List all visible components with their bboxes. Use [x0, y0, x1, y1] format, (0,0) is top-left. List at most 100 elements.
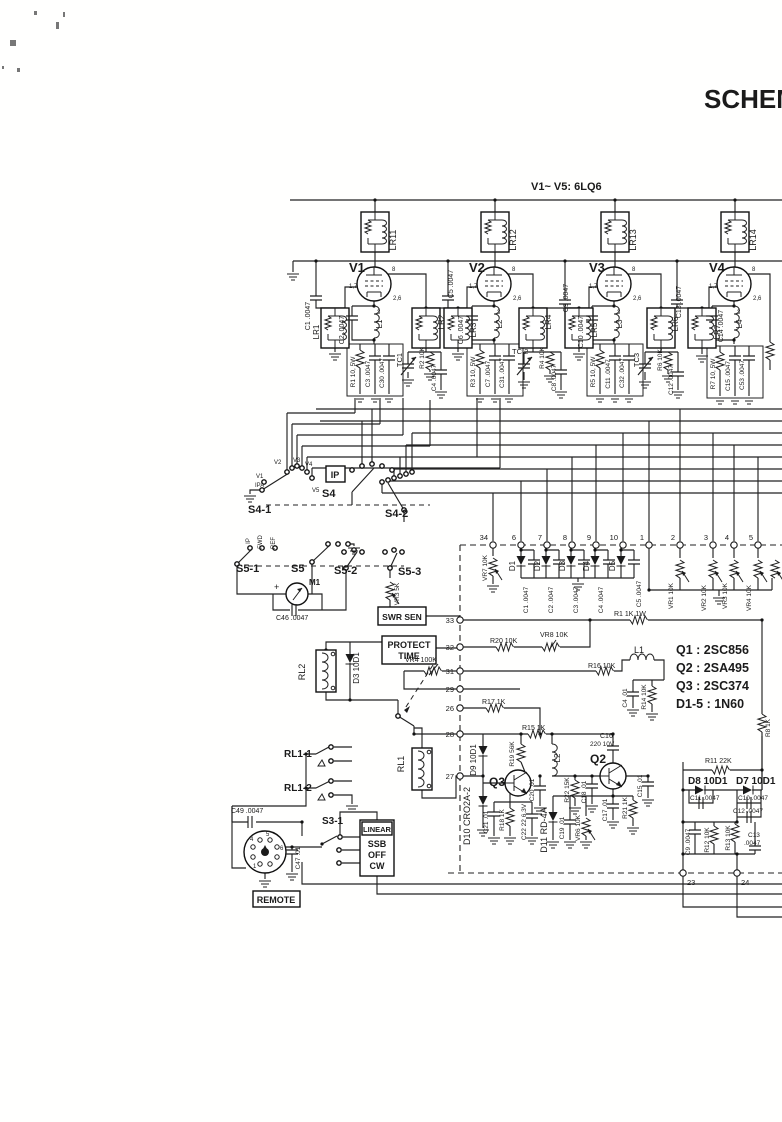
component-label: C32 .0047 [619, 358, 626, 388]
component-label: 1,7 [349, 284, 358, 290]
component-label: R2 10K [419, 346, 426, 368]
component-label: R16 10K [588, 663, 616, 670]
component-label: 1,7 [589, 284, 598, 290]
page-title: SCHEMA [704, 84, 782, 114]
component-label: D11 RD-4A [539, 807, 549, 852]
symbols-layer [234, 211, 782, 888]
component-label: R14 10K [641, 684, 648, 710]
switch-contacts [234, 461, 415, 866]
relay-rl1 [411, 747, 433, 791]
component-label: VR3 5K [394, 582, 401, 605]
component-label: C53 .0047 [739, 360, 746, 390]
component-label: VR7 10K [482, 554, 489, 581]
component-label: C47 .01 [295, 846, 302, 869]
component-label: L1 [375, 319, 384, 328]
component-label: TC 2 [512, 347, 528, 356]
terminal-number: 24 [741, 878, 749, 887]
component-label: TC1 [395, 353, 404, 367]
component-label: S4 [322, 488, 336, 500]
component-label: Q3 [489, 775, 505, 789]
terminal [456, 643, 464, 651]
terminal-number: 26 [446, 704, 454, 713]
component-label: C6 .0047 [458, 316, 465, 345]
terminal-number: 31 [446, 667, 454, 676]
swr-sen-box-label: SWR SEN [382, 612, 422, 622]
component-label: C8 .0047 [551, 364, 558, 391]
terminal [543, 541, 551, 549]
component-label: R1 10, 5W [350, 356, 357, 388]
component-label: VR3 10K [722, 582, 729, 609]
terminal [619, 541, 627, 549]
terminal-number: 29 [446, 685, 454, 694]
component-label: C4 .0047 [431, 364, 438, 391]
component-label: D1 [508, 560, 517, 571]
component-label: D10 CRO2A-2 [462, 787, 472, 845]
component-label: C9 .0047 [685, 828, 692, 855]
component-label: D3 10D1 [352, 652, 361, 684]
component-label: S5-1 [236, 563, 259, 575]
component-label: 2,6 [513, 296, 522, 302]
terminal [489, 541, 497, 549]
mode-ssb-label: SSB [368, 839, 387, 849]
terminal-number: 1 [640, 533, 644, 542]
component-label: RL2 [297, 664, 307, 681]
component-label: FWD [258, 535, 264, 549]
component-label: R11 22K [705, 758, 732, 765]
component-label: LR6 [671, 316, 680, 331]
terminal [517, 541, 525, 549]
terminal [676, 541, 684, 549]
terminal-number: 10 [610, 533, 618, 542]
component-label: R15 1K [522, 725, 546, 732]
component-label: C10 .0047 [738, 795, 768, 802]
component-label: LR3 [469, 322, 478, 337]
component-label: D4 [582, 560, 591, 571]
component-label: 2,6 [393, 296, 402, 302]
component-label: D7 10D1 [736, 776, 776, 787]
component-label: LR5 [590, 322, 599, 337]
terminal [709, 541, 717, 549]
component-label: C5 .0047 [636, 580, 643, 607]
protect-time-box-line2: TIME [398, 651, 420, 661]
component-label: S5-3 [398, 566, 421, 578]
terminal [568, 541, 576, 549]
component-label: + [274, 582, 279, 592]
component-label: 8 [512, 267, 516, 273]
terminal-number: 23 [687, 878, 695, 887]
component-label: R22 15K [564, 777, 571, 803]
component-label: C30 .0047 [379, 358, 386, 388]
component-label: R5 10, 5W [590, 356, 597, 388]
terminal-number: 28 [446, 730, 454, 739]
terminal [754, 541, 762, 549]
component-label: R4 10K [539, 346, 546, 368]
component-label: C13 .0047 [676, 286, 683, 318]
titles-layer: SCHEMA V1~ V5: 6LQ6 Q1 : 2SC856 Q2 : 2SA… [252, 84, 782, 908]
component-label: R20 10K [490, 638, 518, 645]
lr14-choke [720, 211, 750, 253]
terminal [733, 869, 741, 877]
terminal-number: 8 [563, 533, 567, 542]
component-label: V2 [274, 460, 282, 466]
component-label: LR7 [713, 324, 722, 339]
component-label: L1 [634, 645, 644, 655]
component-label: C4 .01 [622, 688, 629, 708]
terminal-number: 2 [671, 533, 675, 542]
component-label: 3 [737, 310, 741, 316]
component-label: VR2 10K [701, 584, 708, 611]
terminal-number: 6 [512, 533, 516, 542]
relay-rl2 [315, 649, 337, 693]
component-label: D9 10D1 [469, 744, 478, 776]
component-label: 3 [617, 310, 621, 316]
terminal [456, 704, 464, 712]
component-label: C5 .0047 [448, 270, 455, 299]
component-label: C2 .0047 [339, 316, 346, 345]
component-label: TC3 [632, 353, 641, 367]
component-label: R1 1K 1W [614, 611, 646, 618]
component-label: S3-1 [322, 816, 344, 827]
component-label: Q2 [590, 752, 606, 766]
component-label: R3 10, 5W [470, 356, 477, 388]
component-label: C20 .01 [529, 778, 536, 801]
component-label: LR2 [437, 314, 446, 329]
transistor-q2 [599, 762, 627, 790]
